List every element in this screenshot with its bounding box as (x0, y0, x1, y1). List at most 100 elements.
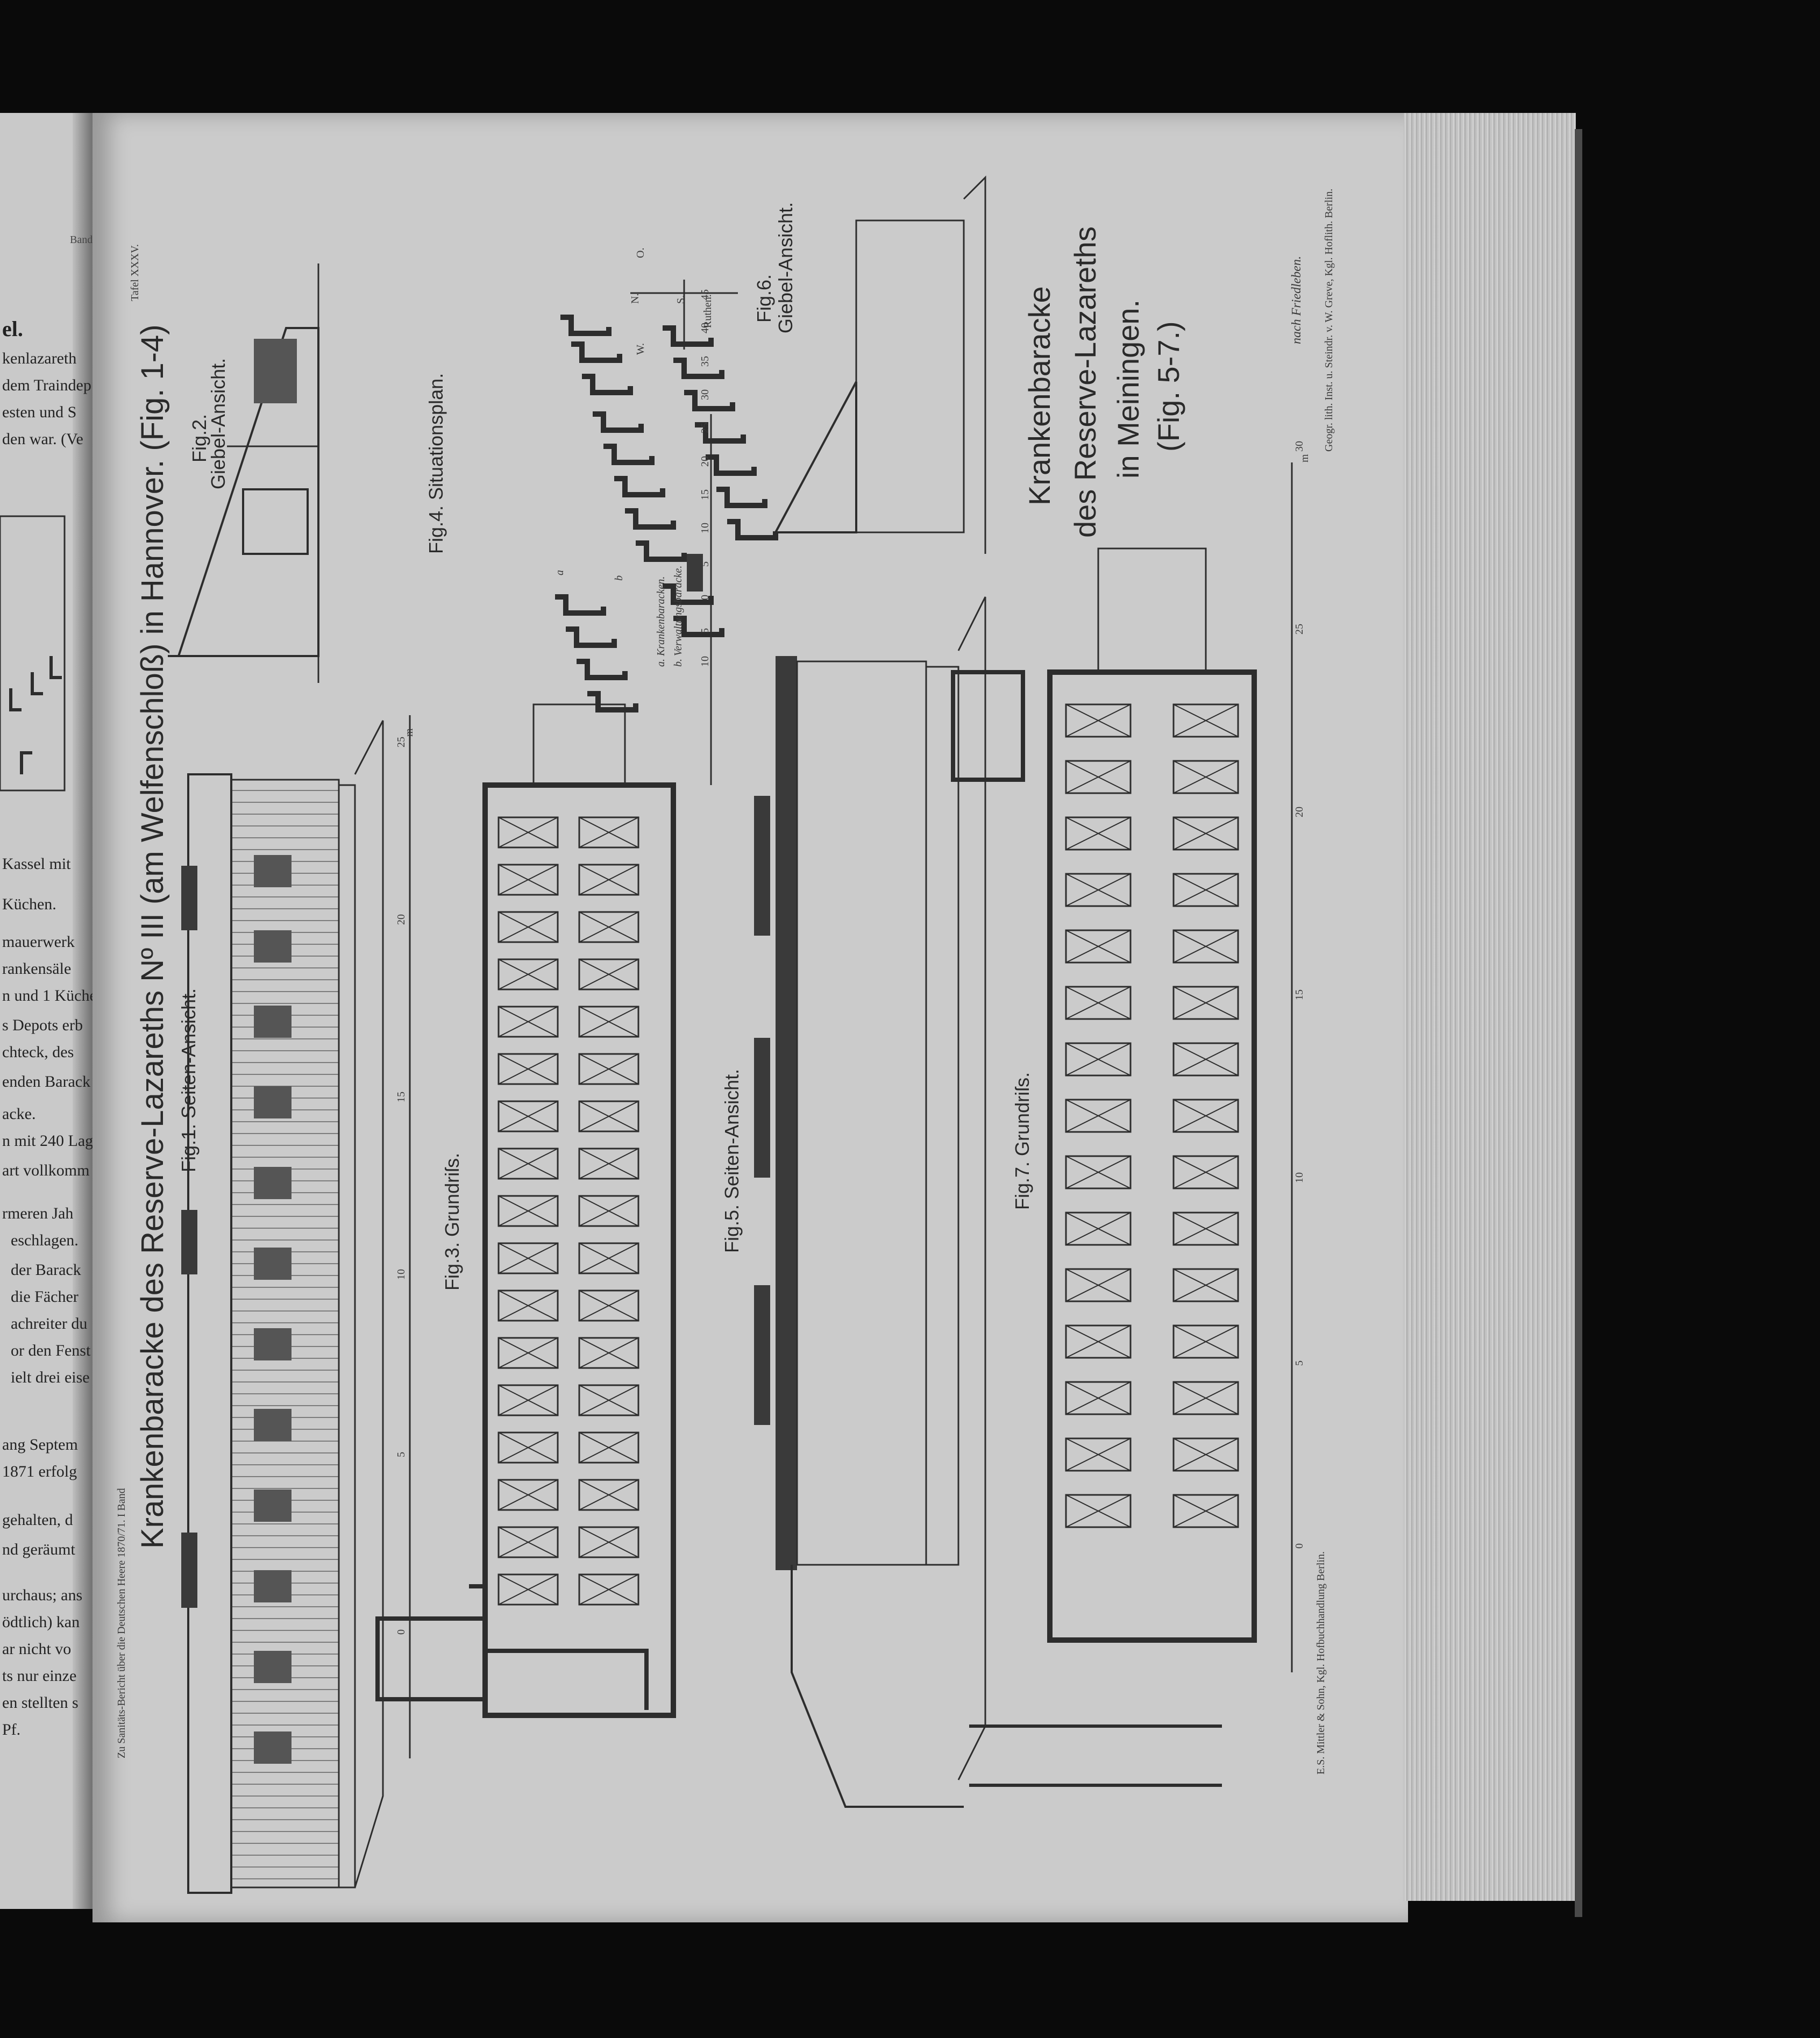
fig7-label: Fig.7. Grundriſs. (1011, 1072, 1033, 1210)
bed (497, 1526, 559, 1558)
bed-cross (1065, 1099, 1131, 1132)
bed-cross (1173, 873, 1239, 907)
barrack-block (560, 315, 612, 336)
bed-cross (1173, 1156, 1239, 1189)
scale-tick-label: 15 (1293, 989, 1305, 1000)
bed-cross (1065, 1438, 1131, 1471)
scale-tick-label: 30 (1293, 441, 1305, 452)
bed (578, 911, 639, 943)
bed (1065, 816, 1132, 851)
window (254, 1086, 292, 1118)
bed (578, 1100, 639, 1132)
barrack-block (636, 540, 687, 562)
plate-number: Tafel XXXV. (129, 244, 141, 301)
left-page-line: acke. (2, 1105, 36, 1123)
bed-cross (1173, 817, 1239, 850)
bed (1065, 1099, 1132, 1133)
barrack-block (614, 476, 665, 497)
bed (1172, 760, 1239, 794)
scale-tick-label: 5 (395, 1452, 407, 1457)
scale-tick-label: 35 (699, 356, 711, 367)
bed (497, 864, 559, 896)
bed-cross (1173, 1494, 1239, 1528)
bed (1172, 1042, 1239, 1077)
barrack-block (582, 374, 633, 395)
bed (1172, 1437, 1239, 1472)
scale-tick-label: 15 (699, 489, 711, 500)
left-page-line: Küchen. (2, 895, 56, 913)
scale-tick-label: 25 (395, 737, 407, 747)
bed-cross (1065, 930, 1131, 963)
barrack-block (727, 519, 778, 540)
scale-tick-label: 10 (699, 656, 711, 667)
barrack-block (684, 390, 735, 411)
bed (497, 1148, 559, 1180)
series-note: Zu Sanitäts-Bericht über die Deutschen H… (116, 1488, 127, 1758)
fig2-label-2: Giebel-Ansicht. (207, 358, 229, 489)
left-page-line: Kassel mit (2, 855, 71, 873)
bed-cross (579, 1148, 639, 1179)
bed (1065, 1324, 1132, 1359)
bed-cross (1173, 760, 1239, 794)
bed (497, 1289, 559, 1322)
bed (1172, 816, 1239, 851)
scale-tick-label: 10 (699, 523, 711, 533)
bed (578, 1337, 639, 1369)
left-page-line: achreiter du (11, 1315, 88, 1332)
window (254, 930, 292, 963)
bed-cross (1065, 1043, 1131, 1076)
bed (1065, 1437, 1132, 1472)
bed (497, 1053, 559, 1085)
bed (1172, 1381, 1239, 1415)
bed (497, 911, 559, 943)
bed (1065, 1155, 1132, 1189)
bed (1065, 1212, 1132, 1246)
scale-tick-label: 0 (699, 595, 711, 600)
bed-cross (579, 1574, 639, 1605)
left-page-line: nd geräumt (2, 1541, 75, 1558)
plate-title-meiningen-3: in Meiningen. (1111, 299, 1145, 479)
compass-west: W. (635, 343, 646, 355)
left-page-line: rankensäle (2, 960, 72, 978)
bed (578, 1148, 639, 1180)
bed (1065, 873, 1132, 907)
barrack-block (663, 325, 714, 347)
left-page-line: s Depots erb (2, 1016, 83, 1034)
left-page-line: or den Fenst (11, 1342, 91, 1359)
bed (578, 1289, 639, 1322)
bed (578, 1573, 639, 1606)
bed (1172, 929, 1239, 964)
bed-cross (1065, 1156, 1131, 1189)
bed-cross (579, 1479, 639, 1510)
window (254, 1328, 292, 1360)
bed (578, 958, 639, 991)
page-gutter (73, 113, 94, 1909)
bed-cross (1173, 1099, 1239, 1132)
window (254, 1570, 292, 1602)
bed (497, 1431, 559, 1464)
bed-cross (1065, 873, 1131, 907)
scale-tick-label: 5 (699, 561, 711, 567)
bed-cross (1173, 1438, 1239, 1471)
scale-tick-label: 0 (1293, 1543, 1305, 1549)
fig1-label: Fig.1. Seiten-Ansicht. (177, 988, 200, 1172)
bed-cross (1065, 704, 1131, 737)
left-page-fragment-plan (0, 515, 66, 792)
window (254, 1731, 292, 1764)
bed (578, 1526, 639, 1558)
scale-tick-label: 40 (699, 323, 711, 333)
left-page-line: kenlazareth (2, 350, 77, 367)
fig4-label: Fig.4. Situationsplan. (425, 373, 447, 554)
bed (1172, 1324, 1239, 1359)
bed-cross (579, 1432, 639, 1463)
bed (497, 1242, 559, 1274)
bed-cross (1173, 1325, 1239, 1358)
scale-tick-label: 25 (699, 423, 711, 433)
fig6-label-1: Fig.6. (753, 274, 775, 323)
window (254, 1651, 292, 1683)
bed-cross (579, 1243, 639, 1274)
plate-title-hannover: Krankenbaracke des Reserve-Lazareths Nº … (135, 324, 170, 1549)
bed-cross (579, 911, 639, 943)
scale-tick-label: 25 (1293, 624, 1305, 635)
bed-cross (498, 1385, 558, 1416)
